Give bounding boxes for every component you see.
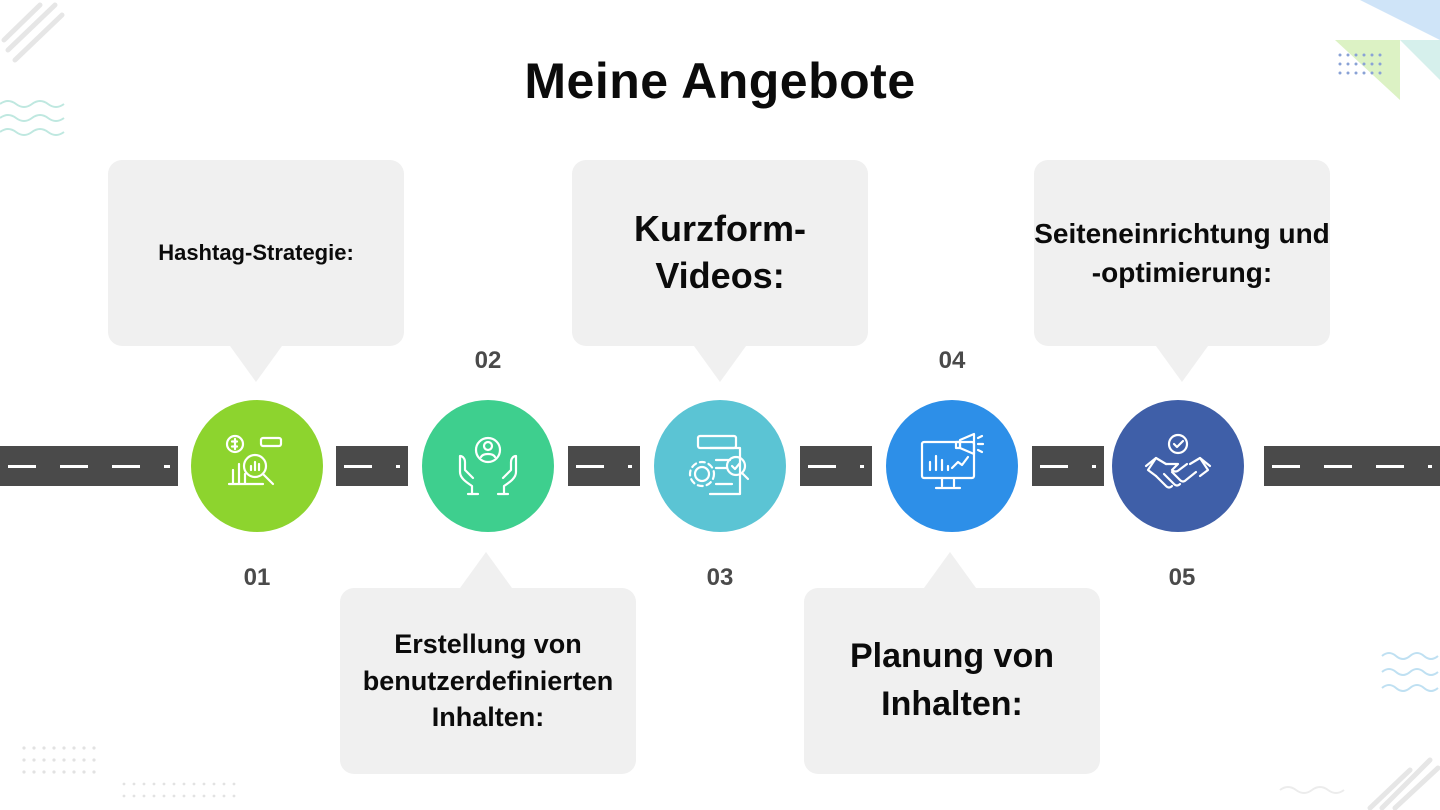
hands-person-icon [458,436,518,496]
corner-decoration-top-right [1335,0,1440,100]
step-5-node [1112,400,1244,532]
road-segment [568,446,640,486]
step-3-number: 03 [706,564,734,591]
step-4-label: Planung von Inhalten: [850,637,1054,723]
road-segment [336,446,408,486]
step-5-card-pointer [1156,346,1208,382]
road-segment [1264,446,1440,486]
analytics-magnifier-icon [225,434,283,486]
corner-decoration-bottom-left [22,746,236,798]
step-2-label-card: Erstellung von benutzerdefinierten Inhal… [340,588,636,774]
step-1-number: 01 [243,564,271,591]
step-3-card-pointer [694,346,746,382]
step-2-card-pointer [460,552,512,588]
gear-document-icon [688,434,750,496]
step-1-node [191,400,323,532]
handshake-check-icon [1144,433,1212,489]
road-segment [800,446,872,486]
step-3-label-card: Kurzform-Videos: [572,160,868,346]
step-2-number: 02 [474,347,502,374]
step-2-label: Erstellung von benutzerdefinierten Inhal… [362,629,614,733]
step-1-label-card: Hashtag-Strategie: [108,160,404,346]
road-segment [0,446,178,486]
step-1-card-pointer [230,346,282,382]
step-4-number: 04 [938,347,966,374]
step-2-node [422,400,554,532]
corner-decoration-bottom-right [1279,652,1440,810]
step-4-node [886,400,1018,532]
step-4-card-pointer [924,552,976,588]
page-title: Meine Angebote [524,53,916,109]
step-5-label-card: Seiteneinrichtung und -optimierung: [1034,160,1330,346]
corner-decoration-top-left [0,2,65,136]
road-segment [1032,446,1104,486]
monitor-megaphone-icon [920,432,985,490]
step-3-label: Kurzform-Videos: [634,208,806,296]
step-4-label-card: Planung von Inhalten: [804,588,1100,774]
step-5-number: 05 [1168,564,1196,591]
step-3-node [654,400,786,532]
step-5-label: Seiteneinrichtung und -optimierung: [1034,217,1330,288]
step-1-label: Hashtag-Strategie: [158,240,354,265]
